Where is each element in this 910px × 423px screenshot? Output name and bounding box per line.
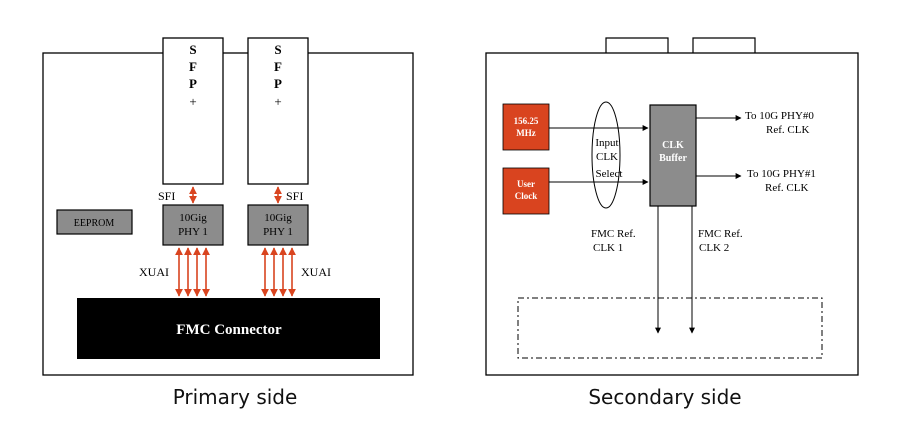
xuai-label-2: XUAI xyxy=(301,265,331,279)
phy-1-line-2: PHY 1 xyxy=(178,226,208,238)
xuai-label-1: XUAI xyxy=(139,265,169,279)
oscillator-line-1: 156.25 xyxy=(514,116,539,126)
eeprom-chip xyxy=(56,209,133,235)
input-select-ellipse xyxy=(591,101,621,209)
sfp-module-2 xyxy=(247,37,309,185)
clk-buffer-line-2: Buffer xyxy=(659,153,687,164)
fmc-ref-clk-1-line-2: CLK 1 xyxy=(593,242,623,254)
user-clock-line-2: Clock xyxy=(515,191,538,201)
oscillator-156-25-mhz xyxy=(502,103,550,151)
sfp-1-letter-plus: + xyxy=(189,94,196,109)
sfi-label-1: SFI xyxy=(158,189,175,203)
fmc-connector-label: FMC Connector xyxy=(176,322,282,338)
fmc-ref-clk-2-line-1: FMC Ref. xyxy=(698,228,743,240)
sfp-2-letter-s: S xyxy=(274,42,281,57)
input-select-line-3: Select xyxy=(596,168,623,180)
secondary-side-caption: Secondary side xyxy=(588,385,741,409)
fmc-ref-clk-2-line-2: CLK 2 xyxy=(699,242,729,254)
connector-tab-1 xyxy=(605,37,669,53)
clk-buffer-line-1: CLK xyxy=(662,140,684,151)
sfp-2-letter-plus: + xyxy=(274,94,281,109)
phy-2-line-1: 10Gig xyxy=(264,212,292,224)
xuai-bundle-2 xyxy=(261,247,296,297)
fmc-connector xyxy=(77,298,380,359)
user-clock-block xyxy=(502,167,550,215)
phy-chip-2 xyxy=(247,204,309,246)
input-select-line-2: CLK xyxy=(596,151,618,163)
sfp-2-letter-p: P xyxy=(274,76,282,91)
primary-side-caption: Primary side xyxy=(173,385,298,409)
sfp-module-1 xyxy=(162,37,224,185)
xuai-bundle-1 xyxy=(175,247,210,297)
phy0-ref-line-2: Ref. CLK xyxy=(766,124,809,136)
sfp-1-letter-s: S xyxy=(189,42,196,57)
oscillator-line-2: MHz xyxy=(516,128,536,138)
clk-buffer xyxy=(649,104,697,207)
phy-2-line-2: PHY 1 xyxy=(263,226,293,238)
phy1-ref-line-1: To 10G PHY#1 xyxy=(747,168,816,180)
sfp-2-letter-f: F xyxy=(274,59,282,74)
eeprom-label: EEPROM xyxy=(74,218,115,229)
sfi-label-2: SFI xyxy=(286,189,303,203)
sfp-1-letter-p: P xyxy=(189,76,197,91)
secondary-side: 156.25 MHz User Clock Input CLK Select C… xyxy=(485,37,859,409)
phy1-ref-line-2: Ref. CLK xyxy=(765,182,808,194)
input-select-line-1: Input xyxy=(595,137,618,149)
phy-chip-1 xyxy=(162,204,224,246)
phy-1-line-1: 10Gig xyxy=(179,212,207,224)
connector-tab-2 xyxy=(692,37,756,53)
sfp-1-letter-f: F xyxy=(189,59,197,74)
fmc-ref-clk-1-line-1: FMC Ref. xyxy=(591,228,636,240)
user-clock-line-1: User xyxy=(517,179,535,189)
phy0-ref-line-1: To 10G PHY#0 xyxy=(745,110,814,122)
primary-side: S F P + S F P + SFI SFI EEPROM 10Gig PHY… xyxy=(42,37,414,409)
